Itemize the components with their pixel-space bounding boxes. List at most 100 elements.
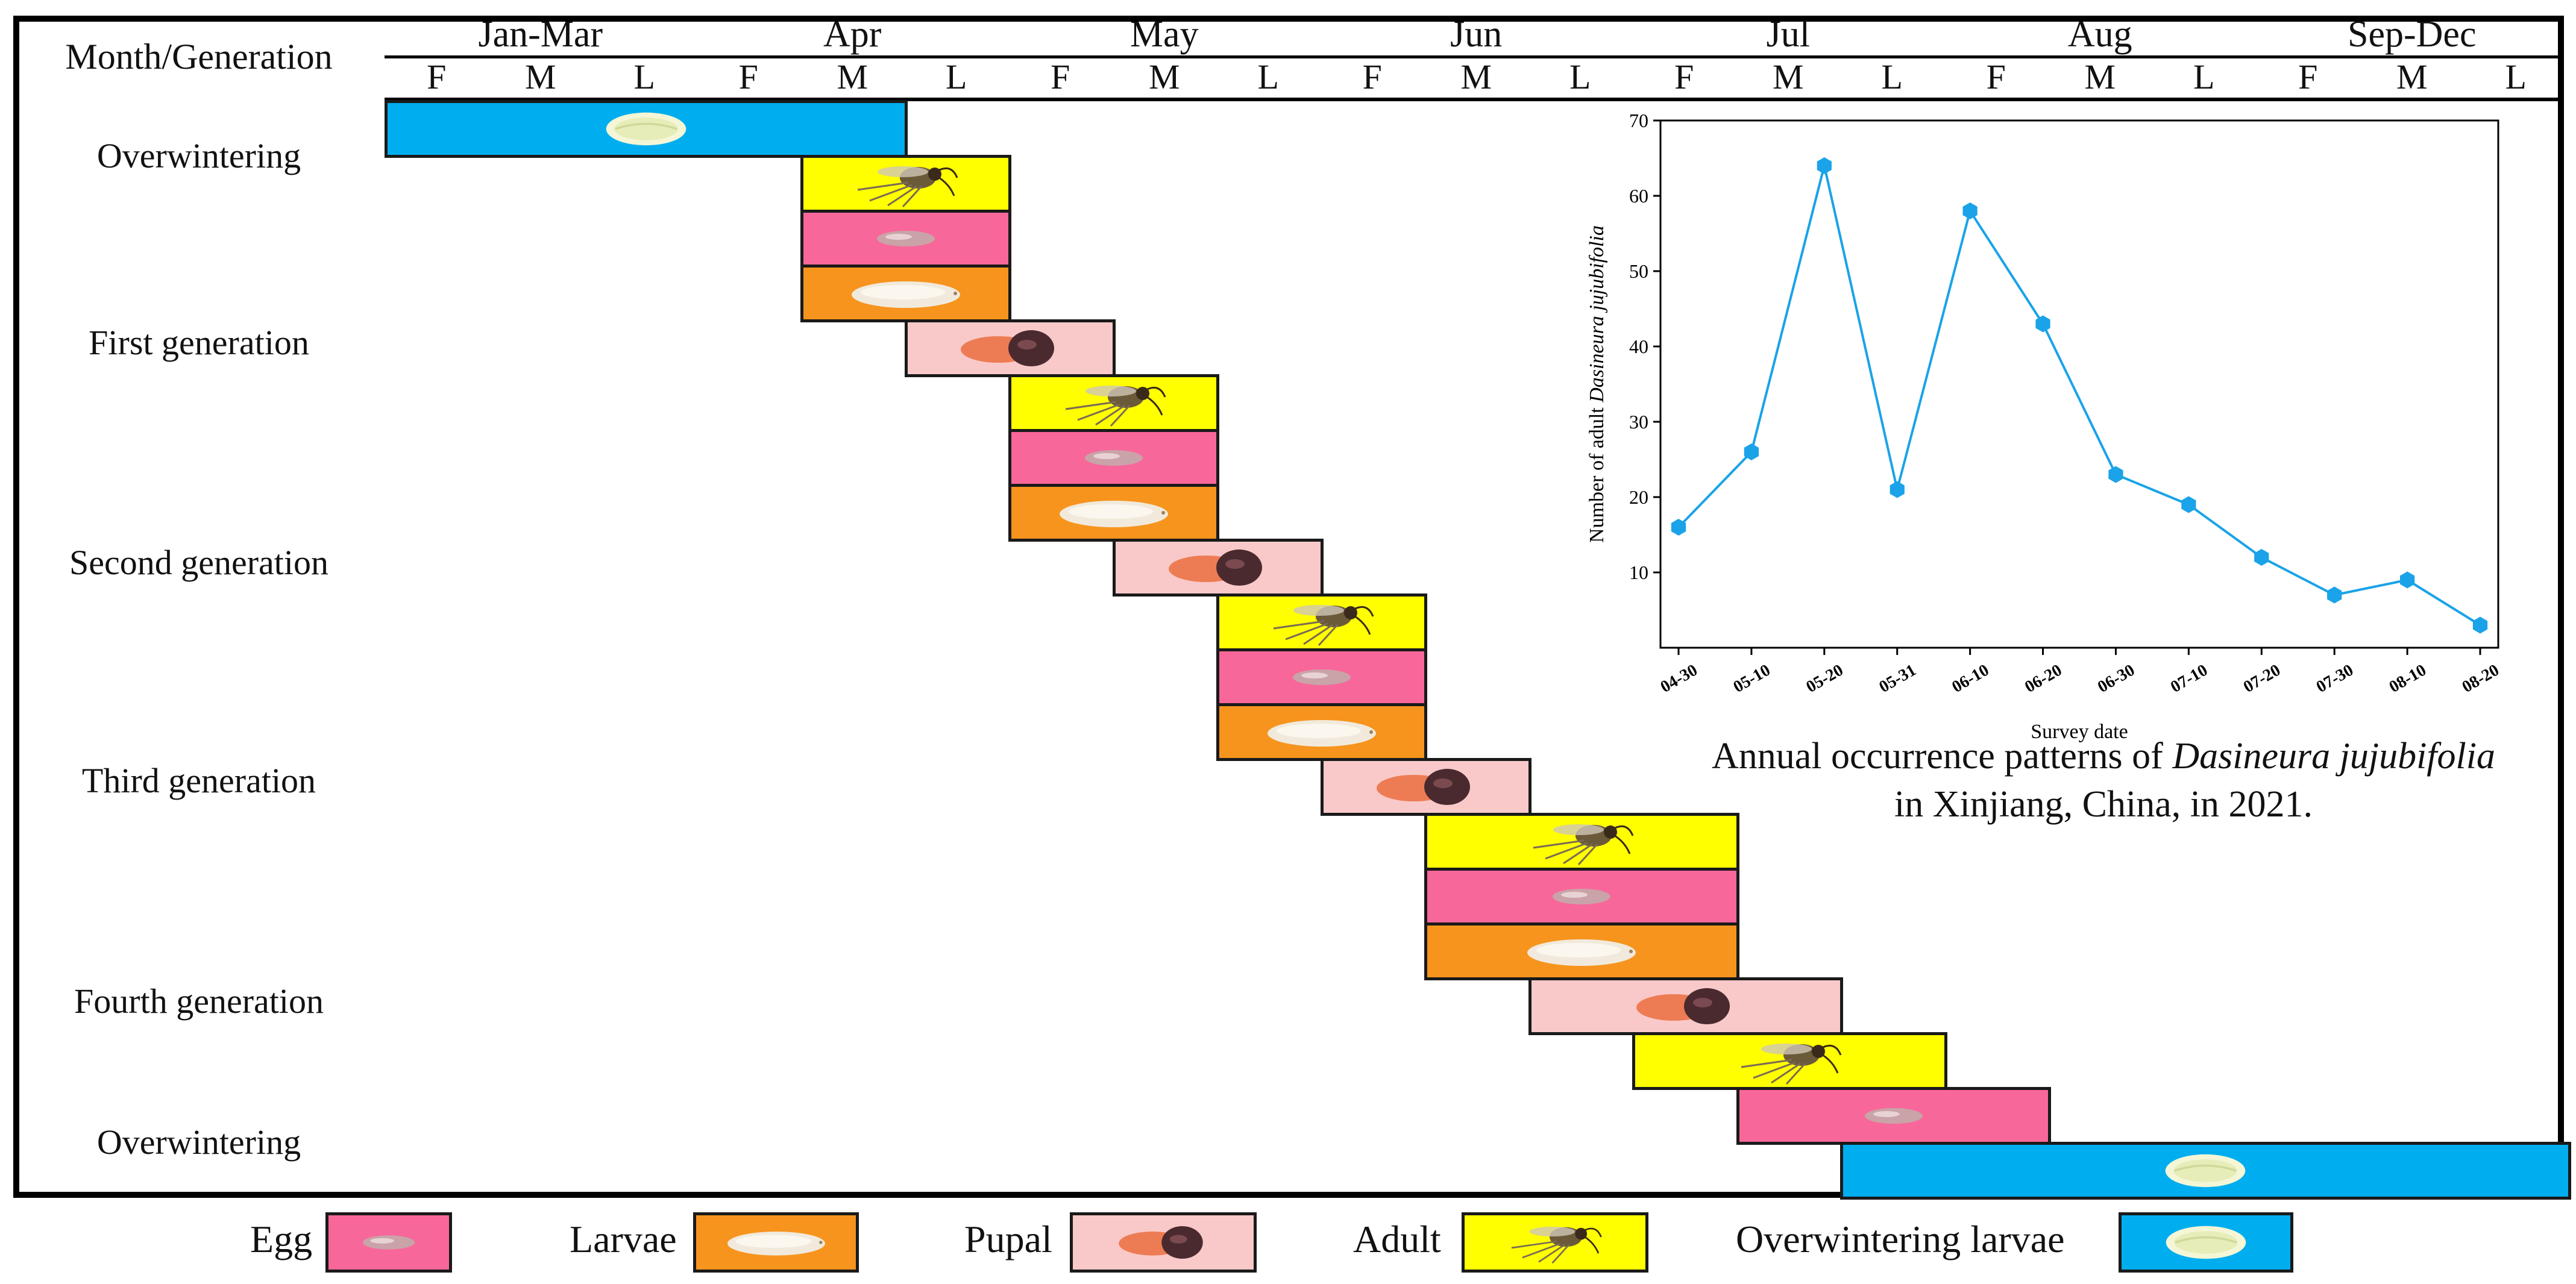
data-point — [1890, 481, 1905, 498]
pupal-stage-bar — [1320, 758, 1531, 816]
chart-caption-line1: Annual occurrence patterns of Dasineura … — [1682, 735, 2525, 778]
x-tick-label: 07-20 — [2240, 661, 2284, 697]
overwintering-cocoon-icon — [2165, 1154, 2246, 1188]
plot-area — [1659, 119, 2499, 649]
legend-swatch-egg — [325, 1212, 452, 1273]
period-label: F — [1362, 57, 1382, 96]
egg-stage-bar — [1008, 429, 1219, 487]
period-label: F — [2298, 57, 2318, 96]
egg-icon — [1293, 669, 1351, 685]
data-point — [2472, 616, 2488, 634]
generation-label: Second generation — [69, 543, 328, 582]
header-bottom-line — [385, 98, 2564, 101]
egg-icon — [1864, 1108, 1923, 1124]
x-tick-label: 04-30 — [1657, 661, 1701, 697]
month-label: May — [1129, 14, 1199, 55]
generation-label: Overwintering — [96, 1123, 301, 1162]
adult-stage-bar — [800, 155, 1011, 213]
generation-label: First generation — [89, 323, 309, 362]
x-tick-label: 08-10 — [2386, 661, 2430, 697]
period-label: F — [427, 57, 447, 96]
series-line — [1677, 165, 2481, 627]
month-label: Aug — [2067, 14, 2132, 55]
larva-icon — [852, 281, 960, 308]
overwintering-stage-bar — [385, 100, 908, 158]
chart-caption-line2: in Xinjiang, China, in 2021. — [1894, 784, 2313, 825]
larva-icon — [1527, 939, 1636, 966]
adult-stage-bar — [1216, 593, 1427, 651]
overwintering-cocoon-icon — [2166, 1226, 2246, 1259]
period-label: F — [1051, 57, 1070, 96]
overwintering-cocoon-icon — [606, 112, 686, 146]
legend-label: Larvae — [570, 1218, 677, 1261]
caption-species: Dasineura jujubifolia — [2172, 736, 2495, 777]
diagram-frame — [13, 16, 2564, 1198]
adult-midge-icon — [1511, 1226, 1602, 1264]
legend-swatch-adult — [1462, 1212, 1648, 1273]
month-label: Jan-Mar — [478, 14, 603, 55]
period-label: M — [837, 57, 869, 96]
caption-prefix: Annual occurrence patterns of — [1712, 736, 2173, 777]
egg-stage-bar — [1736, 1087, 2051, 1145]
corner-label: Month/Generation — [65, 37, 333, 77]
month-divider-line — [385, 55, 2564, 58]
y-tick-label: 20 — [1629, 486, 1648, 508]
y-tick-label: 70 — [1629, 114, 1648, 131]
period-label: F — [738, 57, 758, 96]
month-label: Jun — [1450, 14, 1503, 55]
y-axis-label: Number of adult Dasineura jujubifolia — [1586, 225, 1608, 543]
period-label: L — [2505, 57, 2527, 96]
y-tick-label: 50 — [1629, 260, 1648, 282]
pupal-stage-bar — [904, 319, 1116, 377]
egg-stage-bar — [1424, 868, 1739, 925]
x-axis-label: Survey date — [2031, 721, 2128, 743]
pupa-icon — [960, 330, 1054, 366]
data-point — [1962, 202, 1978, 219]
period-label: M — [524, 57, 556, 96]
x-tick-label: 07-30 — [2313, 661, 2357, 697]
egg-stage-bar — [1216, 648, 1427, 706]
data-point — [2254, 549, 2269, 566]
period-label: F — [1986, 57, 2006, 96]
legend-label: Pupal — [964, 1218, 1052, 1261]
egg-icon — [362, 1235, 415, 1250]
x-tick-label: 07-10 — [2167, 661, 2211, 697]
larva-icon — [727, 1232, 825, 1256]
period-label: M — [1148, 57, 1180, 96]
data-point — [2108, 466, 2123, 483]
legend-swatch-pupal — [1070, 1212, 1257, 1273]
period-label: L — [1569, 57, 1591, 96]
data-point — [2327, 586, 2342, 604]
data-point — [1671, 519, 1686, 536]
data-point — [1817, 157, 1832, 174]
period-label: M — [1460, 57, 1492, 96]
adult-midge-icon — [1065, 386, 1166, 427]
larva-icon — [1060, 501, 1168, 527]
period-label: M — [1772, 57, 1804, 96]
legend-label: Overwintering larvae — [1736, 1218, 2065, 1261]
egg-icon — [877, 231, 935, 246]
larva-icon — [1268, 720, 1376, 747]
period-label: L — [633, 57, 655, 96]
egg-icon — [1085, 450, 1143, 466]
egg-stage-bar — [800, 210, 1011, 268]
y-tick-label: 10 — [1629, 562, 1648, 583]
pupal-stage-bar — [1112, 539, 1324, 597]
y-tick-label: 40 — [1629, 336, 1648, 357]
data-point — [2035, 315, 2050, 333]
legend-swatch-larvae — [693, 1212, 859, 1273]
y-axis-label-species: Dasineura jujubifolia — [1586, 225, 1608, 403]
adult-stage-bar — [1632, 1032, 1947, 1090]
data-point — [2399, 571, 2415, 589]
legend-label: Egg — [250, 1218, 313, 1261]
pupa-icon — [1636, 988, 1730, 1024]
period-label: L — [946, 57, 967, 96]
generation-label: Overwintering — [96, 136, 301, 175]
generation-label: Fourth generation — [74, 982, 324, 1021]
adult-stage-bar — [1008, 374, 1219, 432]
period-label: L — [1881, 57, 1903, 96]
y-tick-label: 30 — [1629, 411, 1648, 433]
pupal-stage-bar — [1528, 977, 1843, 1035]
x-tick-label: 06-30 — [2094, 661, 2138, 697]
